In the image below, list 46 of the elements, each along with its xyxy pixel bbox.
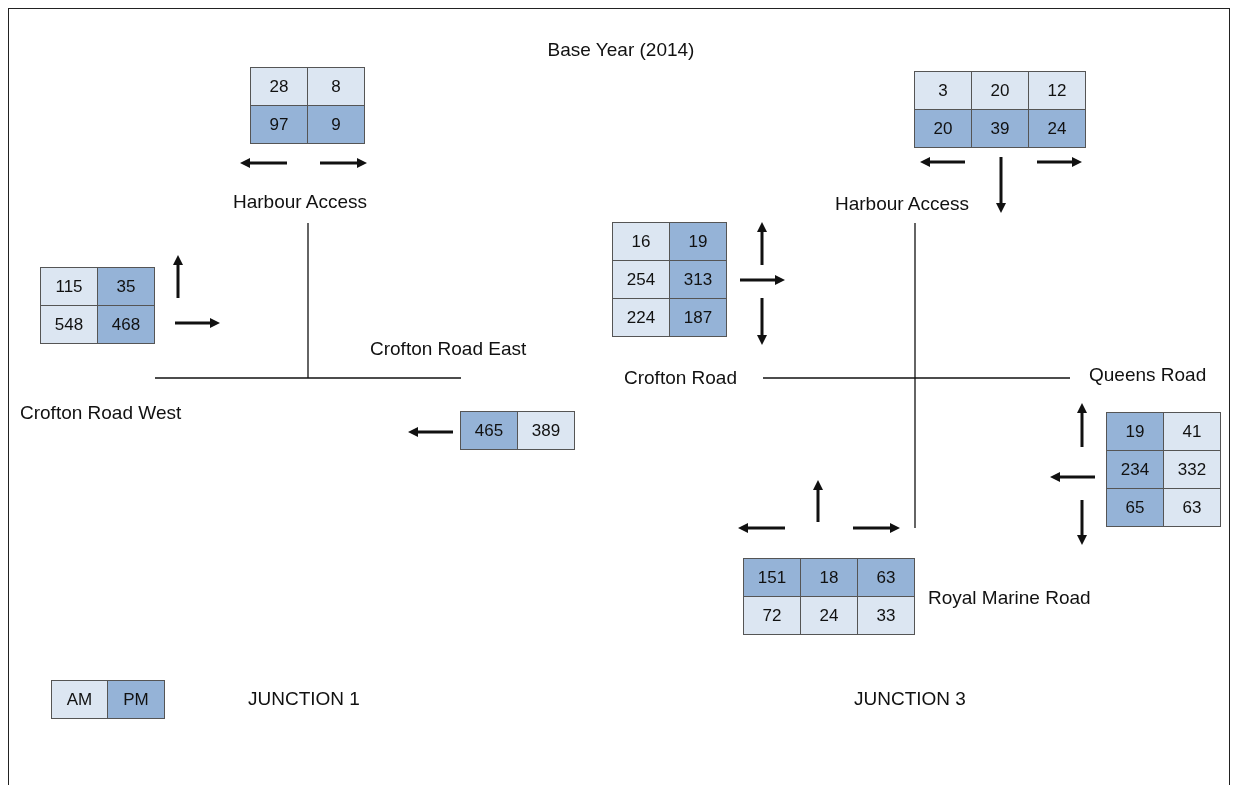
volume-cell: 24 [1029,110,1086,148]
volume-cell: 35 [98,268,155,306]
volume-cell: 19 [670,223,727,261]
volume-cell: 63 [858,559,915,597]
volume-cell: 465 [461,412,518,450]
volume-cell: 313 [670,261,727,299]
volume-cell: 9 [308,106,365,144]
volume-cell: 332 [1164,451,1221,489]
volume-cell: 63 [1164,489,1221,527]
road-label: Crofton Road [624,367,737,389]
volume-cell: 41 [1164,413,1221,451]
volume-cell: 234 [1107,451,1164,489]
road-label: Queens Road [1089,364,1207,386]
road-label: Harbour Access [233,191,368,213]
volume-cell: 151 [744,559,801,597]
volume-cell: 28 [251,68,308,106]
volume-cell: 20 [972,72,1029,110]
road-label: Royal Marine Road [928,587,1091,609]
volume-cell: 115 [41,268,98,306]
volume-cell: 18 [801,559,858,597]
volume-cell: 548 [41,306,98,344]
volume-cell: 224 [613,299,670,337]
volume-cell: 8 [308,68,365,106]
junction-label: JUNCTION 1 [248,688,360,710]
volume-cell: 468 [98,306,155,344]
volume-cell: 20 [915,110,972,148]
diagram-title: Base Year (2014) [546,39,696,61]
volume-cell: 389 [518,412,575,450]
road-label: Crofton Road East [370,338,527,360]
volume-cell: 97 [251,106,308,144]
legend-key: AM [50,680,109,719]
road-label: Harbour Access [835,193,970,215]
volume-cell: 12 [1029,72,1086,110]
volume-cell: 16 [613,223,670,261]
volume-cell: 24 [801,597,858,635]
volume-cell: 187 [670,299,727,337]
volume-cell: 19 [1107,413,1164,451]
road-label: Crofton Road West [20,402,182,424]
volume-cell: 33 [858,597,915,635]
volume-cell: 65 [1107,489,1164,527]
legend-key: PM [107,680,165,719]
junction-label: JUNCTION 3 [854,688,966,710]
volume-cell: 3 [915,72,972,110]
volume-cell: 72 [744,597,801,635]
volume-cell: 39 [972,110,1029,148]
volume-cell: 254 [613,261,670,299]
